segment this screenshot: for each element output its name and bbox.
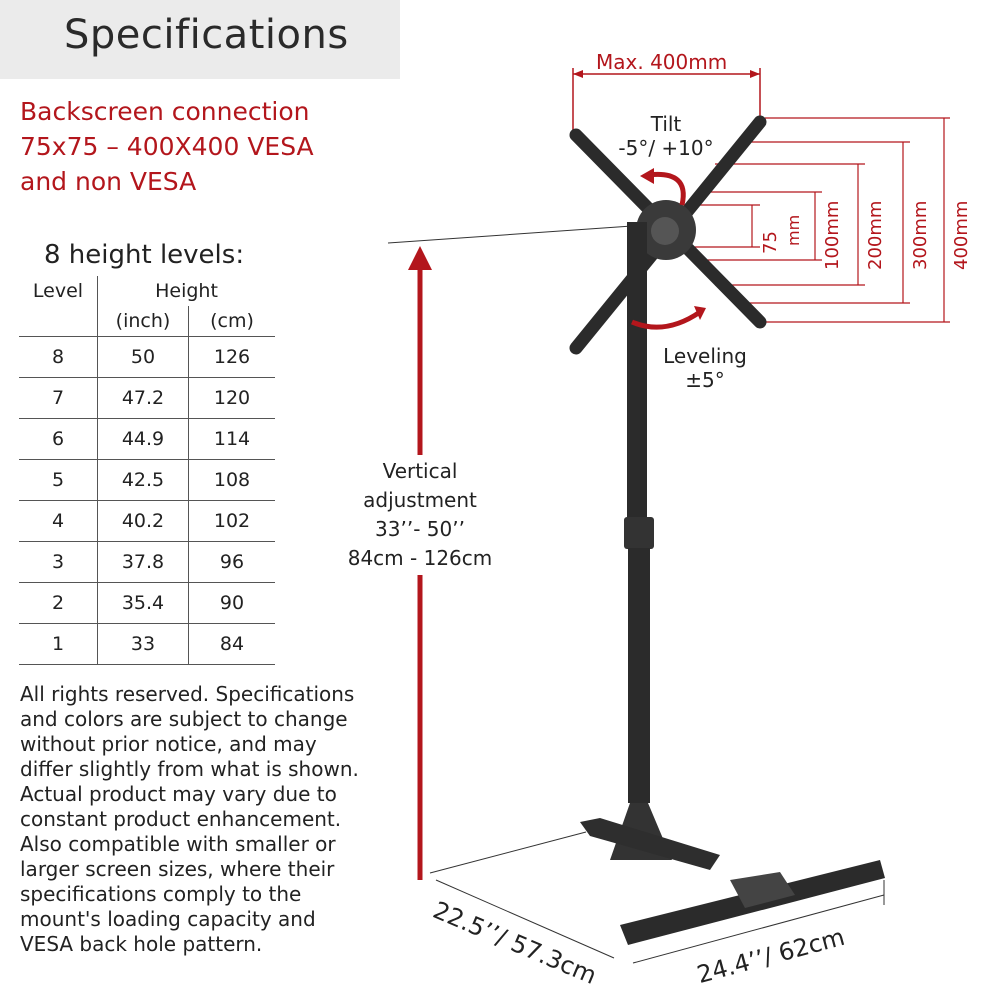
max-width-label: Max. 400mm <box>596 50 728 74</box>
level-cell: 4 <box>19 500 98 542</box>
table-row: 7 47.2 120 <box>19 377 275 419</box>
cm-cell: 90 <box>188 582 275 624</box>
vesa-75-label: 75 <box>760 231 781 254</box>
level-cell: 6 <box>19 418 98 460</box>
inch-cell: 42.5 <box>97 459 189 501</box>
vertical-line-2: adjustment <box>363 488 477 512</box>
floor-dimension-lines <box>429 831 885 964</box>
inch-cell: 40.2 <box>97 500 189 542</box>
max-width-arrows <box>573 70 760 78</box>
tilt-title: Tilt <box>650 112 682 136</box>
base-joint <box>730 872 795 908</box>
inch-cell: 44.9 <box>97 418 189 460</box>
vesa-75-value: 75 <box>760 231 781 254</box>
level-cell: 5 <box>19 459 98 501</box>
cm-cell: 120 <box>188 377 275 419</box>
upper-pole <box>627 222 647 522</box>
pole-clamp <box>624 517 654 549</box>
leveling-range: ±5° <box>685 368 725 392</box>
cm-cell: 102 <box>188 500 275 542</box>
cm-cell: 126 <box>188 336 275 378</box>
leveling-arrow <box>631 309 702 330</box>
height-guide-line <box>387 225 633 244</box>
vesa-75-unit: mm <box>784 214 803 246</box>
level-cell: 2 <box>19 582 98 624</box>
base-rear-foot <box>580 818 720 870</box>
col-inch-header: (inch) <box>97 306 189 337</box>
inch-cell: 33 <box>97 623 189 665</box>
table-row: 3 37.8 96 <box>19 541 275 583</box>
vertical-adjustment-arrow <box>408 246 432 880</box>
tilt-arrowhead <box>640 168 654 184</box>
table-row: 2 35.4 90 <box>19 582 275 624</box>
page-title: Specifications <box>64 12 349 58</box>
cm-cell: 108 <box>188 459 275 501</box>
header-band: Specifications <box>0 0 400 79</box>
vertical-line-1: Vertical <box>382 459 458 483</box>
col-cm-header: (cm) <box>188 306 275 337</box>
inch-cell: 47.2 <box>97 377 189 419</box>
height-levels-title: 8 height levels: <box>44 240 245 270</box>
vesa-200-label: 200mm <box>865 200 886 270</box>
inch-cell: 37.8 <box>97 541 189 583</box>
cm-cell: 114 <box>188 418 275 460</box>
inch-cell: 35.4 <box>97 582 189 624</box>
lower-pole <box>628 548 650 803</box>
vesa-dimension-lines <box>690 117 950 323</box>
level-cell: 3 <box>19 541 98 583</box>
table-row: 8 50 126 <box>19 336 275 378</box>
connection-line-3: and non VESA <box>20 167 197 196</box>
col-level-header: Level <box>32 280 84 302</box>
level-cell: 7 <box>19 377 98 419</box>
connection-line-1: Backscreen connection <box>20 97 310 126</box>
vertical-line-4: 84cm - 126cm <box>347 546 493 570</box>
inch-cell: 50 <box>97 336 189 378</box>
level-cell: 1 <box>19 623 98 665</box>
disclaimer-text: All rights reserved. Specifications and … <box>20 682 359 956</box>
vesa-300-label: 300mm <box>910 200 931 270</box>
tilt-arrow <box>647 171 686 206</box>
leveling-arrowhead <box>694 306 706 320</box>
tilt-hub <box>651 217 679 245</box>
vertical-line-3: 33’’- 50’’ <box>375 517 465 541</box>
table-row: 4 40.2 102 <box>19 500 275 542</box>
table-row: 6 44.9 114 <box>19 418 275 460</box>
tilt-range: -5°/ +10° <box>618 136 714 160</box>
table-row: 5 42.5 108 <box>19 459 275 501</box>
col-height-header: Height <box>97 276 275 306</box>
tilt-label: Tilt -5°/ +10° <box>614 112 718 160</box>
cm-cell: 84 <box>188 623 275 665</box>
vesa-connection-info: Backscreen connection 75x75 – 400X400 VE… <box>20 94 314 199</box>
level-cell: 8 <box>19 336 98 378</box>
vesa-100-label: 100mm <box>822 200 843 270</box>
vertical-adjustment-label: Vertical adjustment 33’’- 50’’ 84cm - 12… <box>335 457 505 573</box>
vesa-400-label: 400mm <box>951 200 972 270</box>
connection-line-2: 75x75 – 400X400 VESA <box>20 132 314 161</box>
max-width-dimension <box>572 68 761 130</box>
leveling-title: Leveling <box>663 344 747 368</box>
cm-cell: 96 <box>188 541 275 583</box>
leveling-label: Leveling ±5° <box>655 344 755 392</box>
table-row: 1 33 84 <box>19 623 275 665</box>
height-levels-table: Level Height (inch) (cm) 8 50 126 7 47.2… <box>19 276 275 665</box>
